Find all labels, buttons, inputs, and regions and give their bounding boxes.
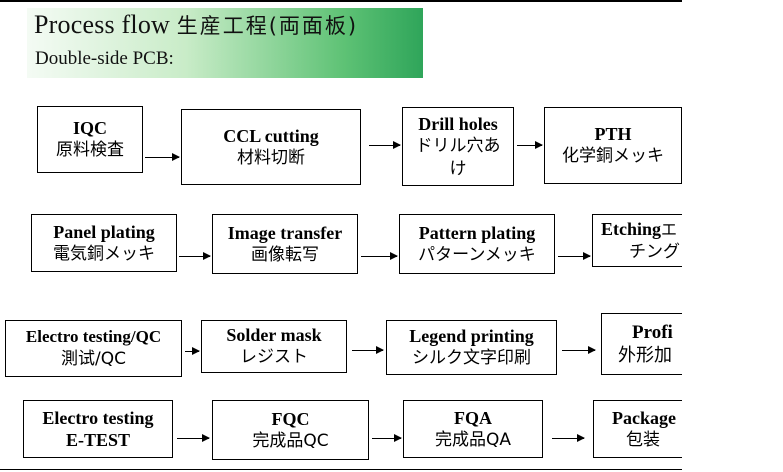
- step-label-ja: 電気銅メッキ: [53, 243, 155, 264]
- step-label-en: Electro testing/QC: [25, 327, 162, 346]
- step-fqa: FQA 完成品QA: [403, 400, 543, 458]
- flow-arrow: [361, 252, 398, 260]
- step-label-en: CCL cutting: [223, 125, 319, 146]
- title-english: Process flow: [34, 10, 170, 39]
- step-label-ja: チング: [629, 241, 680, 262]
- step-iqc: IQC 原料検査: [37, 106, 143, 173]
- step-label-en-tail: エ: [661, 219, 678, 239]
- flow-arrow: [352, 346, 384, 354]
- bottom-rule: [0, 469, 682, 470]
- step-solder-mask: Solder mask レジスト: [201, 320, 347, 373]
- step-profile: Profi 外形加: [601, 313, 682, 375]
- step-package: Package 包装: [593, 400, 682, 458]
- step-label-ja: 測试/QC: [61, 349, 126, 369]
- flow-arrow: [517, 141, 543, 149]
- step-label-en: Solder mask: [226, 325, 322, 345]
- step-electro-testing: Electro testing E-TEST: [23, 400, 173, 458]
- step-label-code: E-TEST: [65, 430, 131, 450]
- step-label-en: FQA: [454, 407, 492, 428]
- step-label-en: Profi: [632, 321, 673, 343]
- step-label-ja: 材料切断: [237, 147, 305, 168]
- step-label-en: Package: [612, 407, 676, 428]
- flow-arrow: [558, 252, 591, 260]
- step-label-en: Pattern plating: [418, 222, 536, 243]
- step-label-en: Electro testing: [42, 408, 154, 428]
- title-cjk: 生産工程(両面板): [176, 14, 359, 38]
- step-label-en-main: Etching: [601, 218, 662, 239]
- step-electro-testing-qc: Electro testing/QC 測试/QC: [5, 320, 182, 377]
- step-label-ja: 包装: [626, 429, 660, 450]
- flow-arrow: [145, 153, 180, 161]
- process-flow-slide: Process flow 生産工程(両面板) Double-side PCB: …: [0, 0, 682, 472]
- step-pattern-plating: Pattern plating パターンメッキ: [399, 214, 555, 274]
- step-label-ja: 外形加: [618, 344, 672, 366]
- step-label-en: IQC: [72, 118, 107, 138]
- step-panel-plating: Panel plating 電気銅メッキ: [31, 214, 177, 272]
- flow-arrow: [185, 347, 200, 355]
- step-label-ja: 原料検査: [56, 140, 124, 160]
- step-label-ja: 完成品QA: [434, 429, 511, 450]
- top-rule: [0, 0, 682, 2]
- step-image-transfer: Image transfer 画像転写: [212, 214, 358, 274]
- step-label-en: FQC: [271, 408, 310, 429]
- step-label-en: PTH: [594, 124, 632, 144]
- step-label-ja: パターンメッキ: [418, 244, 536, 265]
- step-label-en: Etchingエ: [593, 218, 677, 241]
- step-label-ja: シルク文字印刷: [412, 348, 531, 368]
- step-pth: PTH 化学銅メッキ: [544, 107, 682, 184]
- flow-arrow: [562, 346, 596, 354]
- title-banner: Process flow 生産工程(両面板) Double-side PCB:: [27, 8, 423, 78]
- flow-arrow: [372, 434, 402, 442]
- step-label-en: Legend printing: [409, 326, 534, 346]
- flow-arrow: [369, 141, 401, 149]
- step-label-ja: 化学銅メッキ: [562, 146, 664, 166]
- step-drill-holes: Drill holes ドリル穴あ け: [402, 107, 514, 186]
- step-legend-printing: Legend printing シルク文字印刷: [386, 320, 557, 375]
- flow-arrow: [552, 434, 585, 442]
- page-subtitle: Double-side PCB:: [35, 48, 174, 69]
- step-label-en: Image transfer: [227, 222, 343, 243]
- step-ccl-cutting: CCL cutting 材料切断: [181, 109, 361, 185]
- page-title: Process flow 生産工程(両面板): [34, 10, 358, 40]
- step-etching: Etchingエ チング: [592, 214, 682, 267]
- flow-arrow: [177, 434, 210, 442]
- step-label-en: Panel plating: [53, 221, 155, 242]
- step-label-ja: ドリル穴あ: [415, 135, 501, 156]
- step-label-en: Drill holes: [418, 113, 498, 134]
- step-label-ja: 画像転写: [251, 244, 319, 265]
- step-label-ja: 完成品QC: [252, 430, 329, 451]
- step-fqc: FQC 完成品QC: [212, 400, 369, 460]
- step-label-ja: レジスト: [240, 347, 308, 367]
- flow-arrow: [179, 252, 211, 260]
- step-label-ja-line2: け: [449, 158, 467, 179]
